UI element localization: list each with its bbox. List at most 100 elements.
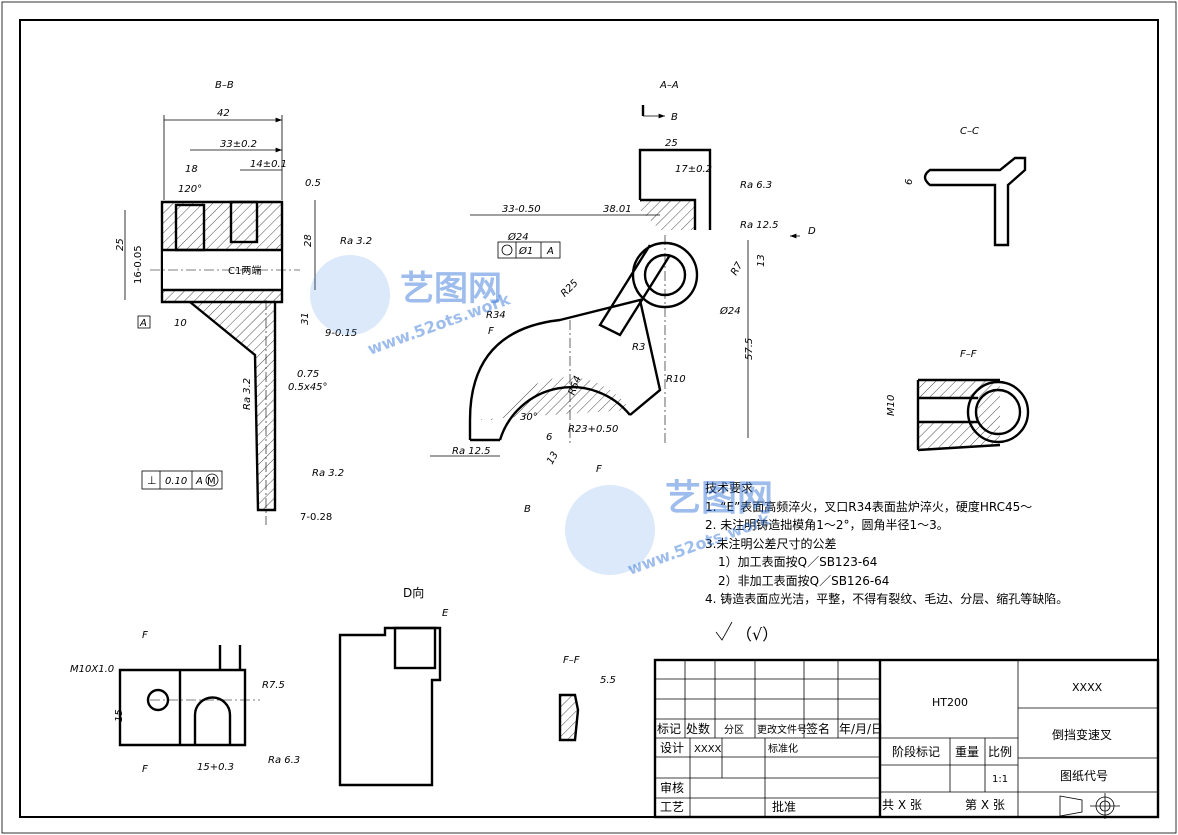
svg-text:B: B [524,504,531,515]
svg-text:B: B [671,112,678,123]
svg-text:0.75: 0.75 [297,369,319,380]
svg-text:Ra 12.5: Ra 12.5 [740,220,779,231]
svg-text:0.5x45°: 0.5x45° [288,382,328,393]
svg-text:更改文件号: 更改文件号 [757,723,807,736]
inner-frame [19,19,1159,818]
section-cc-view: C–C 6 [904,126,1027,247]
svg-text:13: 13 [545,450,561,467]
section-bb-view: B–B 42 33±0.2 18 14±0.1 0.5 120° 25 28 1… [115,80,372,525]
svg-text:审核: 审核 [660,780,684,795]
svg-text:15+0.3: 15+0.3 [197,762,234,773]
svg-text:C1两端: C1两端 [228,264,261,277]
svg-text:E: E [442,608,449,619]
svg-text:R25: R25 [559,278,581,300]
svg-text:A: A [195,476,203,487]
svg-text:图纸代号: 图纸代号 [1060,769,1108,783]
svg-text:Ø24: Ø24 [507,231,529,243]
d-direction-view: D向 E [338,585,449,787]
svg-text:R10: R10 [666,374,686,385]
svg-text:标准化: 标准化 [768,742,798,755]
svg-text:38.01: 38.01 [603,204,632,215]
technical-notes: 技术要求 1. “E”表面高频淬火，叉口R34表面盐炉淬火，硬度HRC45～ 2… [705,481,1068,644]
svg-text:工艺: 工艺 [660,800,684,814]
svg-text:⊥: ⊥ [147,474,157,487]
svg-text:2. 未注明铸造拙模角1～2°，圆角半径1～3。: 2. 未注明铸造拙模角1～2°，圆角半径1～3。 [705,517,949,532]
svg-text:XXXX: XXXX [1072,681,1103,694]
section-aa-view: A–A B 25 17±0.2 Ra 6.3 33-0.50 38.01 Ra … [430,80,816,515]
svg-text:7-0.28: 7-0.28 [300,512,332,523]
svg-text:Ø24: Ø24 [719,305,741,317]
svg-text:1. “E”表面高频淬火，叉口R34表面盐炉淬火，硬度HRC: 1. “E”表面高频淬火，叉口R34表面盐炉淬火，硬度HRC45～ [705,499,1032,514]
svg-text:10: 10 [174,318,187,329]
svg-text:F–F: F–F [563,655,580,666]
svg-text:120°: 120° [178,184,202,195]
svg-text:艺图网: 艺图网 [665,478,773,519]
svg-text:15: 15 [114,709,125,722]
svg-text:31: 31 [300,312,311,325]
svg-text:C–C: C–C [960,126,979,137]
svg-text:18: 18 [185,164,198,175]
svg-text:33-0.50: 33-0.50 [502,204,541,215]
svg-text:第 X 张: 第 X 张 [965,798,1005,812]
svg-text:重量: 重量 [955,745,979,759]
svg-text:1:1: 1:1 [992,774,1008,785]
svg-text:Ra 3.2: Ra 3.2 [242,378,253,410]
svg-text:1）加工表面按Q／SB123-64: 1）加工表面按Q／SB123-64 [718,555,877,569]
svg-text:16-0.05: 16-0.05 [133,245,144,284]
svg-text:R3: R3 [632,342,645,353]
svg-text:艺图网: 艺图网 [400,269,502,309]
svg-text:17±0.2: 17±0.2 [675,164,712,175]
svg-text:A–A: A–A [659,80,679,91]
title-block: HT200 XXXX 倒挡变速叉 图纸代号 标记 处数 分区 更改文件号 签名 … [653,658,1160,819]
svg-text:57.5: 57.5 [744,338,755,360]
svg-text:阶段标记: 阶段标记 [892,744,940,759]
svg-text:Ra 12.5: Ra 12.5 [452,446,491,457]
watermark-1: 艺图网 www.52ots.work [310,255,513,359]
svg-text:Ø1: Ø1 [518,245,533,257]
svg-text:D: D [808,226,816,237]
svg-text:2）非加工表面按Q／SB126-64: 2）非加工表面按Q／SB126-64 [718,574,889,588]
svg-text:3.未注明公差尺寸的公差: 3.未注明公差尺寸的公差 [705,536,836,551]
svg-text:14±0.1: 14±0.1 [250,159,287,170]
svg-text:42: 42 [217,108,230,119]
svg-text:6: 6 [904,179,915,185]
svg-text:28: 28 [303,234,314,247]
section-ff-view-small: F–F 5.5 [558,655,616,742]
svg-text:9-0.15: 9-0.15 [325,328,357,339]
projection-cone-icon [1059,795,1083,817]
svg-text:Ra 3.2: Ra 3.2 [340,236,372,247]
roughness-symbol: （√） [736,625,778,644]
svg-text:Ra 3.2: Ra 3.2 [312,468,344,479]
svg-text:30°: 30° [520,412,538,423]
svg-text:M: M [207,476,216,487]
svg-text:R34: R34 [486,310,506,321]
svg-text:HT200: HT200 [932,696,968,709]
svg-text:签名: 签名 [806,721,830,736]
svg-text:4. 铸造表面应光洁，平整，不得有裂纹、毛边、分层、缩孔等缺: 4. 铸造表面应光洁，平整，不得有裂纹、毛边、分层、缩孔等缺陷。 [705,591,1068,606]
svg-text:0.5: 0.5 [305,178,321,189]
svg-text:设计: 设计 [660,741,684,755]
svg-text:批准: 批准 [772,799,796,814]
svg-text:R7.5: R7.5 [262,680,285,691]
svg-text:标记: 标记 [657,722,681,736]
svg-text:共 X 张: 共 X 张 [882,798,922,812]
svg-text:年/月/日: 年/月/日 [839,722,883,736]
svg-text:F: F [142,630,148,641]
svg-text:6: 6 [546,432,552,443]
svg-text:D向: D向 [403,585,424,600]
svg-text:A: A [546,246,554,257]
svg-text:0.10: 0.10 [165,476,187,487]
svg-text:分区: 分区 [724,724,744,736]
svg-text:F: F [596,464,602,475]
svg-text:F–F: F–F [960,349,977,360]
svg-text:13: 13 [756,254,767,267]
svg-text:33±0.2: 33±0.2 [220,139,257,150]
svg-text:F: F [142,764,148,775]
svg-text:比例: 比例 [988,745,1012,759]
svg-text:R23+0.50: R23+0.50 [568,424,618,435]
svg-text:技术要求: 技术要求 [705,481,753,495]
bb-title: B–B [215,80,234,91]
